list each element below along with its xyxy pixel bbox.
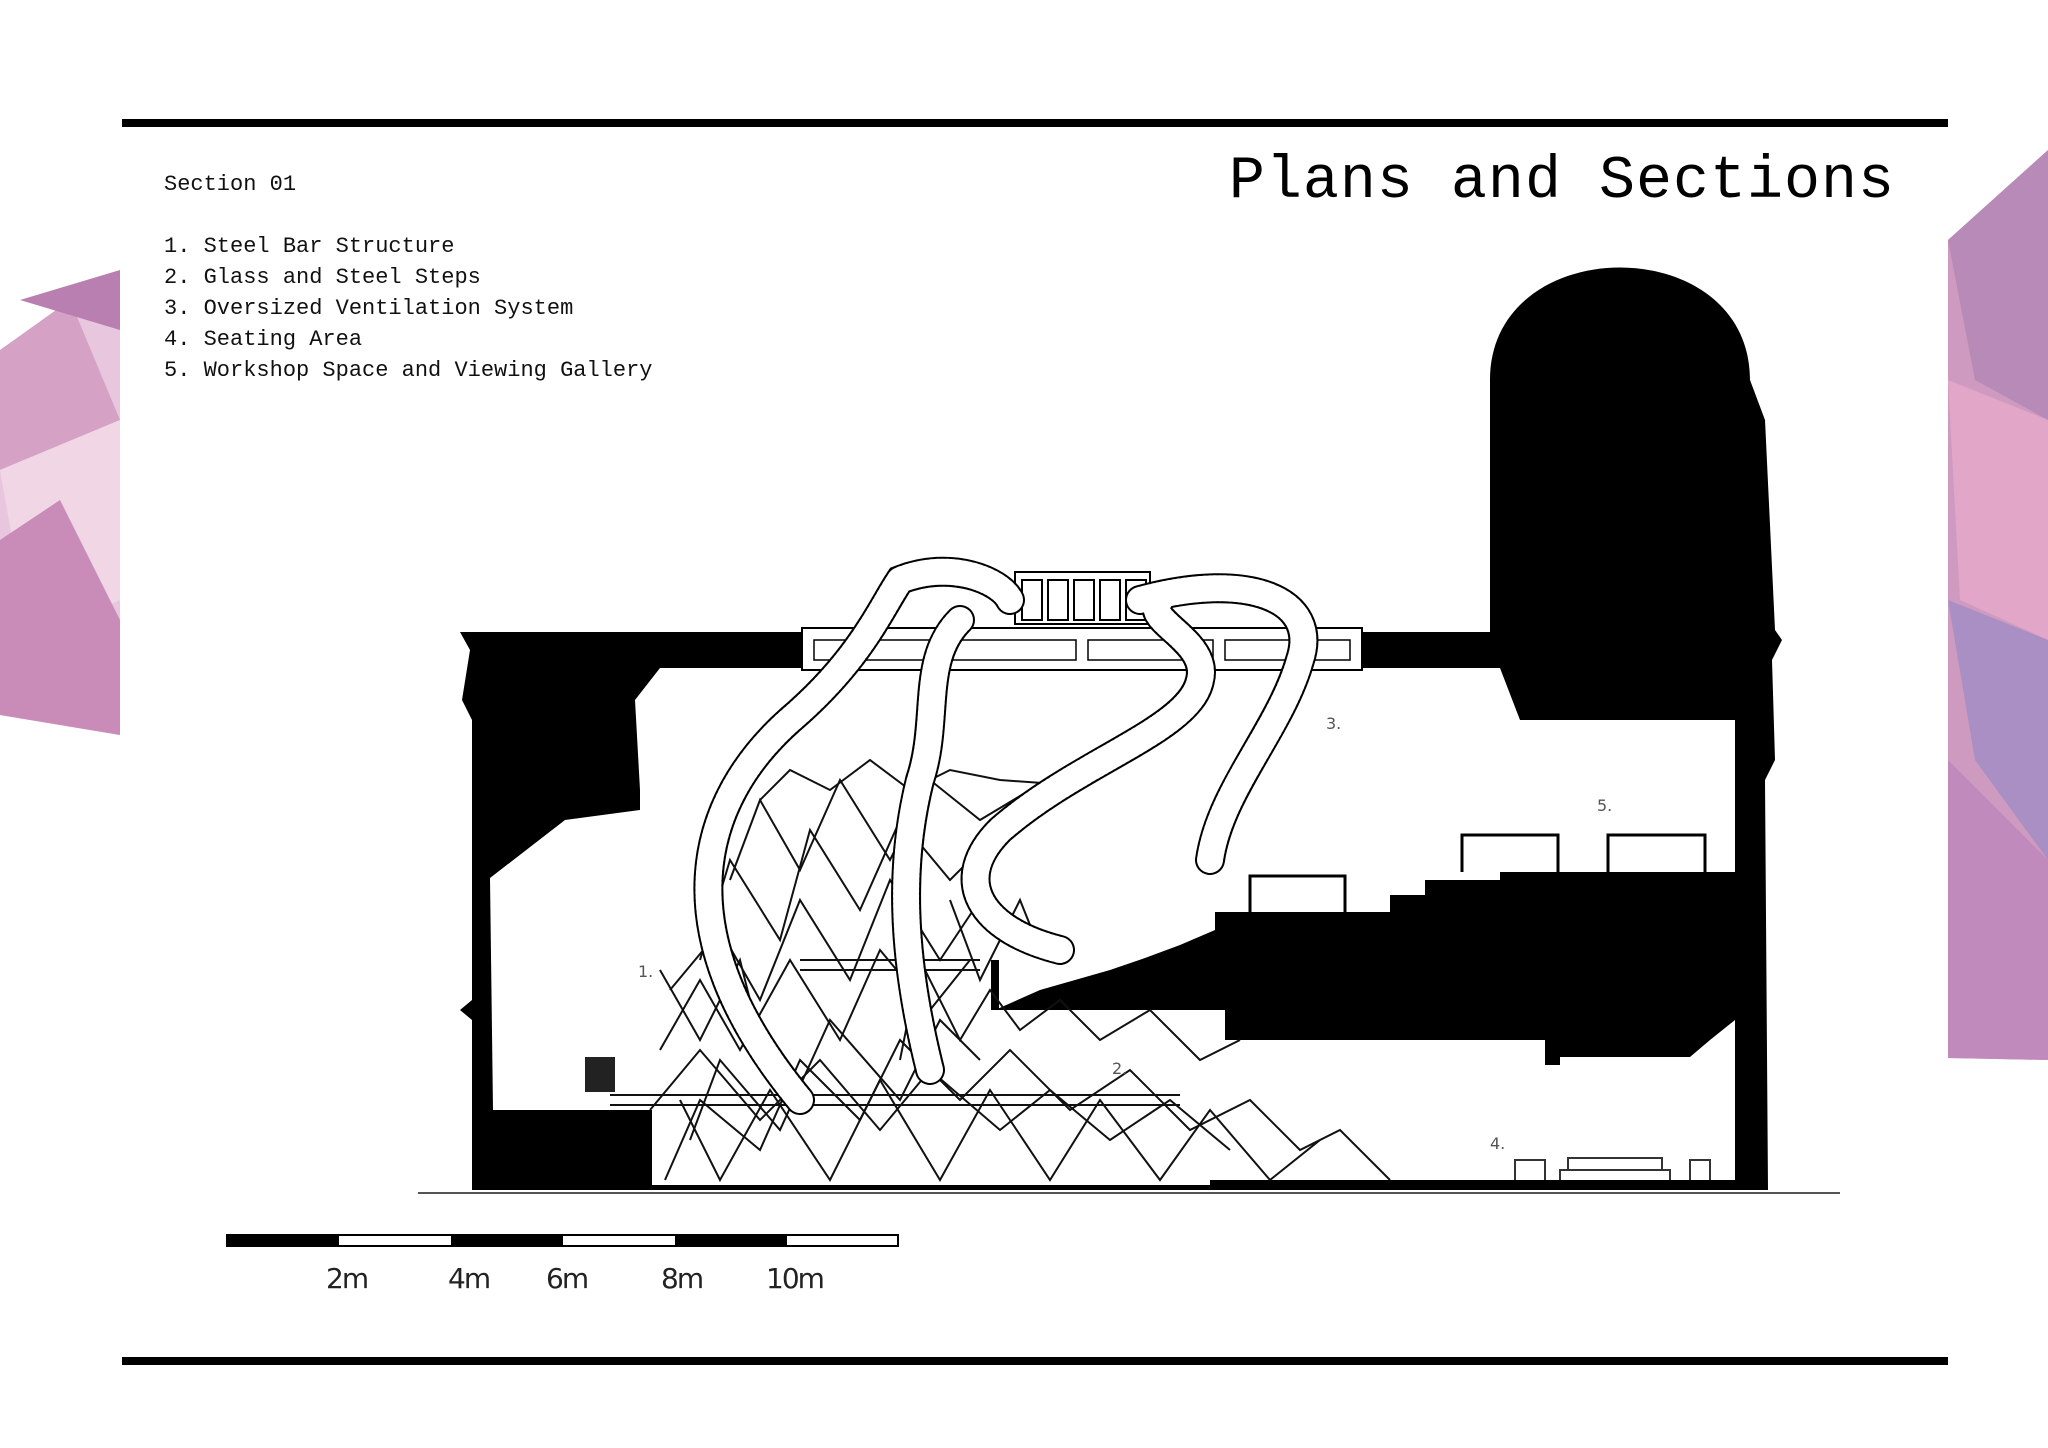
entry-pod	[585, 1057, 615, 1092]
drawing-number-5: 5.	[1597, 796, 1612, 815]
building-section-mass	[460, 267, 1782, 1190]
steel-bar-lattice	[610, 758, 1391, 1183]
top-rule	[122, 119, 1948, 127]
drawing-number-4: 4.	[1490, 1134, 1505, 1153]
drawing-number-3: 3.	[1326, 714, 1341, 733]
scale-label: 8m	[661, 1262, 704, 1295]
seating-furniture	[1514, 1157, 1711, 1180]
legend-item: 1. Steel Bar Structure	[164, 234, 455, 259]
legend-item: 5. Workshop Space and Viewing Gallery	[164, 358, 653, 383]
stepped-gallery-mass	[995, 872, 1735, 1065]
left-crystal-shard	[0, 270, 120, 735]
ventilation-ducts	[693, 556, 1319, 1115]
scale-label: 10m	[766, 1262, 825, 1295]
drawing-number-2: 2.	[1112, 1059, 1127, 1078]
scale-label: 6m	[546, 1262, 589, 1295]
legend-item: 3. Oversized Ventilation System	[164, 296, 574, 321]
roof-plate	[801, 627, 1363, 671]
drawing-number-1: 1.	[638, 962, 653, 981]
scale-label: 4m	[448, 1262, 491, 1295]
legend-item: 4. Seating Area	[164, 327, 363, 352]
legend-item: 2. Glass and Steel Steps	[164, 265, 481, 290]
bottom-rule	[122, 1357, 1948, 1365]
scale-bar	[226, 1234, 899, 1247]
right-crystal-shard	[1948, 150, 2048, 1060]
legend-list: 1. Steel Bar Structure 2. Glass and Stee…	[164, 231, 652, 386]
page-title: Plans and Sections	[1228, 148, 1895, 216]
scale-label: 2m	[326, 1262, 369, 1295]
gallery-tables	[1248, 833, 1707, 912]
section-label: Section 01	[164, 172, 297, 197]
